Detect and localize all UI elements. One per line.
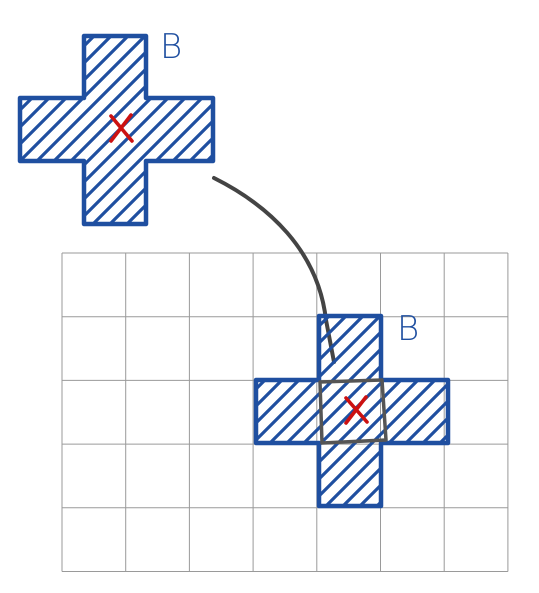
hatch-stroke [256, 316, 388, 506]
hatch-stroke [403, 316, 448, 506]
hatch-stroke [68, 36, 213, 224]
hatch-stroke [256, 316, 303, 506]
hatch-stroke [257, 30, 457, 230]
hatch-stroke [342, 30, 539, 230]
structuring-element-top-label: B [160, 27, 182, 67]
hatch-stroke [325, 30, 525, 230]
hatch-stroke [256, 316, 286, 506]
hatch-stroke [507, 310, 539, 512]
hatch-stroke [240, 30, 440, 230]
hatch-stroke [256, 316, 337, 506]
hatch-stroke [524, 310, 539, 512]
structuring-element-bottom: B [48, 309, 539, 512]
hatch-stroke [301, 316, 448, 506]
hatch-stroke [85, 36, 213, 224]
hatch-stroke [437, 316, 448, 506]
structuring-element-top: B [0, 27, 539, 230]
hatch-stroke [256, 316, 320, 506]
hatch-stroke [335, 316, 448, 506]
hatch-stroke [291, 30, 491, 230]
hatch-stroke [204, 36, 213, 224]
hatch-stroke [20, 36, 85, 224]
hatch-stroke [376, 30, 539, 230]
hatch-stroke [274, 30, 474, 230]
hatch-stroke [48, 310, 250, 512]
hatch-stroke [51, 36, 213, 224]
hatch-stroke [187, 36, 213, 224]
origin-marker-bottom [344, 395, 369, 425]
hatch-stroke [308, 30, 508, 230]
structuring-element-bottom-label: B [397, 309, 419, 349]
hatch-stroke [256, 316, 405, 506]
center-cell-overlap [318, 378, 388, 445]
hatch-stroke [20, 36, 153, 224]
translation-arrow [212, 176, 336, 364]
hatch-stroke [20, 36, 170, 224]
structuring-element-top-hatching [0, 30, 539, 230]
hatch-stroke [20, 36, 51, 224]
hatch-stroke [0, 30, 15, 230]
hatch-stroke [410, 30, 539, 230]
hatch-stroke [267, 316, 448, 506]
hatch-stroke [20, 36, 136, 224]
hatch-stroke [490, 310, 539, 512]
structuring-element-bottom-hatching [48, 310, 539, 512]
hatch-stroke [20, 36, 187, 224]
origin-marker-top [109, 113, 134, 143]
hatch-stroke [102, 36, 213, 224]
hatch-stroke [256, 316, 371, 506]
hatch-stroke [473, 310, 539, 512]
hatch-stroke [256, 316, 269, 506]
hatch-stroke [20, 36, 34, 224]
hatch-stroke [393, 30, 539, 230]
hatch-stroke [359, 30, 539, 230]
structuring-element-top-outline [17, 33, 216, 227]
hatch-stroke [456, 310, 539, 512]
hatch-stroke [318, 316, 448, 506]
